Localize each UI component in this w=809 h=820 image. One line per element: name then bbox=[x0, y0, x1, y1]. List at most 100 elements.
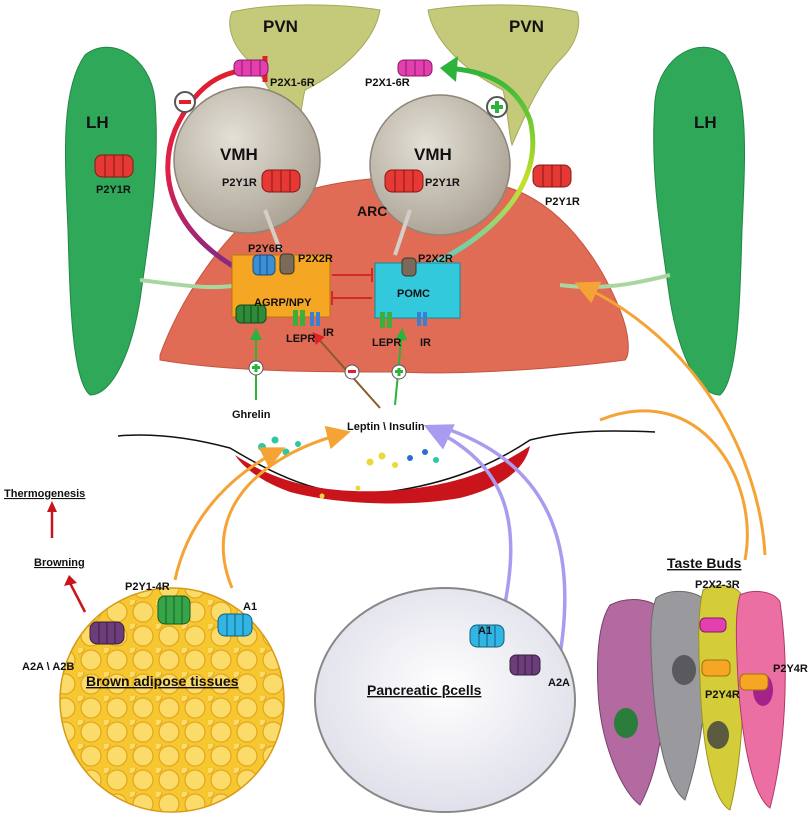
taste-to-lh-arrow-1 bbox=[574, 281, 767, 556]
particle bbox=[392, 462, 398, 468]
a2a-beta-label: A2A bbox=[548, 677, 570, 689]
p2x2r-agrp-label: P2X2R bbox=[298, 253, 333, 265]
vmh-right-shape bbox=[369, 94, 511, 236]
receptor-lepr-pomc-icon bbox=[380, 312, 392, 328]
p2y1r-lh-right-label: P2Y1R bbox=[545, 196, 580, 208]
vmh-right-connection bbox=[393, 209, 412, 256]
receptor-p2y14-bat-icon bbox=[157, 595, 191, 625]
taste-label: Taste Buds bbox=[667, 555, 742, 571]
lh-right-label: LH bbox=[694, 113, 717, 132]
receptor-ir-pomc-icon bbox=[417, 312, 427, 326]
particle bbox=[366, 458, 374, 466]
p2x-pvn-right-label: P2X1-6R bbox=[365, 77, 410, 89]
plus-glyph-v bbox=[495, 101, 499, 113]
a1-bat-label: A1 bbox=[243, 601, 257, 613]
particle bbox=[258, 443, 266, 451]
receptor-p2x23-taste-icon bbox=[699, 617, 727, 633]
minus-leptin bbox=[348, 370, 356, 373]
receptor-p2x-pvn-right-icon bbox=[397, 59, 433, 77]
lh-left-connection bbox=[139, 278, 241, 290]
receptor-lepr-agrp-icon bbox=[293, 310, 305, 326]
bat-label: Brown adipose tissues bbox=[86, 673, 239, 689]
receptor-p2y1r-lh-right-icon bbox=[532, 164, 572, 188]
receptor-ghrelin-icon bbox=[235, 304, 267, 324]
minus-glyph-top bbox=[179, 100, 191, 104]
vmh-left-connection bbox=[263, 209, 282, 251]
particle bbox=[319, 493, 325, 499]
plus-ghrelin-v bbox=[254, 364, 258, 372]
pomc-to-pvn-arrow bbox=[399, 65, 536, 281]
beta-cell-circle bbox=[314, 587, 576, 813]
beta-label: Pancreatic βcells bbox=[367, 682, 482, 698]
receptor-p2y1r-vmh-right-icon bbox=[384, 169, 424, 193]
p2x2r-pomc-label: P2X2R bbox=[418, 253, 453, 265]
taste-nucleus bbox=[614, 708, 638, 738]
lh-left-label: LH bbox=[86, 113, 109, 132]
beta-to-leptin-arrow-2 bbox=[449, 428, 567, 656]
blood-vessel-outline bbox=[117, 430, 656, 495]
plus-leptin-v bbox=[397, 368, 401, 376]
p2y1r-lh-left-label: P2Y1R bbox=[96, 184, 131, 196]
a2a-a2b-label: A2A \ A2B bbox=[22, 661, 74, 673]
particle bbox=[422, 449, 428, 455]
receptor-ir-agrp-icon bbox=[310, 312, 320, 326]
particle bbox=[378, 452, 386, 460]
receptor-a2a-a2b-bat-icon bbox=[89, 621, 125, 645]
receptor-p2x-pvn-left-icon bbox=[233, 59, 269, 77]
agrp-label: AGRP/NPY bbox=[254, 297, 312, 309]
p2x-pvn-left-label: P2X1-6R bbox=[270, 77, 315, 89]
lh-right-connection bbox=[559, 273, 671, 289]
pomc-box bbox=[374, 262, 461, 319]
pvn-right-shape bbox=[427, 4, 580, 147]
vmh-left-label: VMH bbox=[220, 145, 258, 164]
receptor-p2y1r-lh-left-icon bbox=[94, 154, 134, 178]
receptor-p2y4-right-icon bbox=[739, 673, 769, 691]
lepr-pomc-label: LEPR bbox=[372, 337, 401, 349]
a1-beta-label: A1 bbox=[478, 625, 492, 637]
receptor-p2y6r-icon bbox=[252, 254, 276, 276]
receptor-p2y4-left-icon bbox=[701, 659, 731, 677]
pvn-left-label: PVN bbox=[263, 17, 298, 36]
blood-vessel bbox=[235, 446, 530, 504]
p2y4-right-label: P2Y4R bbox=[773, 663, 808, 675]
thermogenesis-label: Thermogenesis bbox=[4, 488, 85, 500]
p2y1r-vmh-left-label: P2Y1R bbox=[222, 177, 257, 189]
particle bbox=[355, 485, 361, 491]
pvn-right-label: PVN bbox=[509, 17, 544, 36]
p2y14-bat-label: P2Y1-4R bbox=[125, 581, 170, 593]
particle bbox=[271, 436, 279, 444]
browning-arrow bbox=[68, 582, 87, 613]
p2y1r-vmh-right-label: P2Y1R bbox=[425, 177, 460, 189]
pomc-label: POMC bbox=[397, 288, 430, 300]
p2y4-left-label: P2Y4R bbox=[705, 689, 740, 701]
vmh-right-label: VMH bbox=[414, 145, 452, 164]
taste-nucleus bbox=[707, 721, 729, 749]
particle bbox=[433, 457, 439, 463]
lh-left-shape bbox=[64, 46, 157, 396]
arc-label: ARC bbox=[357, 203, 387, 219]
leptin-insulin-label: Leptin \ Insulin bbox=[347, 421, 425, 433]
ir-agrp-label: IR bbox=[323, 327, 334, 339]
receptor-a1-bat-icon bbox=[217, 613, 253, 637]
bat-to-blood-arrow-1 bbox=[173, 447, 286, 581]
particle bbox=[407, 455, 413, 461]
vmh-left-shape bbox=[173, 86, 321, 234]
beta-to-leptin-arrow-1 bbox=[423, 424, 513, 629]
receptor-p2x2r-agrp-icon bbox=[279, 253, 295, 275]
p2y6r-label: P2Y6R bbox=[248, 243, 283, 255]
receptor-a1-beta-icon bbox=[469, 624, 505, 648]
pomc-arrowhead bbox=[440, 56, 458, 82]
taste-cell-grey bbox=[650, 591, 708, 801]
browning-label: Browning bbox=[34, 557, 85, 569]
receptor-a2a-beta-icon bbox=[509, 654, 541, 676]
agrp-to-pvn-arrow bbox=[165, 65, 266, 281]
ghrelin-label: Ghrelin bbox=[232, 409, 271, 421]
thermogenesis-arrowhead bbox=[47, 501, 57, 512]
taste-nucleus bbox=[672, 655, 696, 685]
particle bbox=[295, 441, 301, 447]
browning-arrowhead bbox=[64, 575, 77, 586]
lepr-agrp-label: LEPR bbox=[286, 333, 315, 345]
p2x23-label: P2X2-3R bbox=[695, 579, 740, 591]
